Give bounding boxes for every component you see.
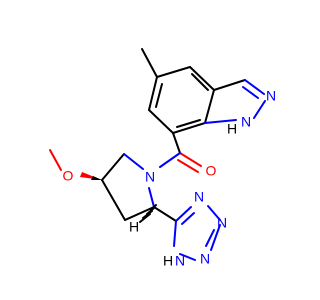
bond-ring-c7-c6 bbox=[148, 109, 174, 134]
bond-carbonyl-double-inner bbox=[177, 159, 199, 173]
bond-o-methyl bbox=[49, 149, 62, 171]
indazole-benzene-ring bbox=[141, 48, 215, 134]
bond-n1-c5 bbox=[173, 220, 177, 247]
bond-ring-c4-c3a bbox=[189, 66, 215, 91]
bond-carbonyl-c-n bbox=[159, 152, 181, 168]
atom-label-indazole-nh-h: H bbox=[227, 121, 237, 137]
bond-c3-n2-inner bbox=[205, 229, 215, 247]
bond-c5-n4-double-inner bbox=[181, 212, 195, 225]
atom-labels: N N H O O N H N N N H N bbox=[63, 88, 277, 269]
triazole-ring bbox=[153, 205, 221, 261]
pyrrolidine-ring bbox=[101, 153, 155, 221]
atom-label-triazole-nh-h: H bbox=[163, 253, 173, 269]
bond-c2-c3 bbox=[124, 206, 155, 221]
atom-label-triazole-n-right: N bbox=[217, 215, 227, 231]
bond-ring-c5-c4 bbox=[156, 66, 191, 78]
hash-4 bbox=[139, 213, 151, 223]
bond-ring-c6-c5 bbox=[148, 76, 158, 111]
atom-label-methoxy-o: O bbox=[63, 168, 74, 184]
bond-ring-inner-3 bbox=[155, 83, 163, 108]
bond-c7-carbonyl-c bbox=[172, 132, 181, 154]
atom-label-triazole-nh: N bbox=[175, 253, 185, 269]
bond-n4-c3 bbox=[207, 205, 221, 221]
atom-label-indazole-n1: N bbox=[266, 88, 276, 104]
indazole-pyrazole-ring bbox=[204, 79, 266, 124]
bond-n1-c7a bbox=[204, 119, 237, 124]
bond-c3a-c3 bbox=[213, 79, 246, 91]
bond-c3-n2-double bbox=[244, 79, 265, 95]
bond-c2-triazole bbox=[153, 206, 177, 222]
bond-c3-n2-double-inner bbox=[242, 86, 259, 99]
bond-c5-n bbox=[123, 153, 144, 170]
bond-ring-inner-2 bbox=[176, 119, 201, 128]
atom-label-indazole-nh: N bbox=[241, 114, 251, 130]
atom-label-pyrrolidine-n: N bbox=[145, 169, 155, 185]
bond-c5-n4-double bbox=[175, 206, 192, 222]
wedge-bond-c4-o-black bbox=[91, 176, 102, 180]
methoxy-group bbox=[49, 149, 102, 180]
bond-c4-c5 bbox=[101, 153, 125, 181]
atom-label-triazole-n-bottom: N bbox=[200, 251, 210, 267]
bond-carbonyl-double-outer bbox=[179, 152, 202, 167]
bond-n-c2 bbox=[148, 187, 155, 208]
bond-c3-c4 bbox=[101, 179, 126, 221]
molecule-structure-diagram: N N H O O N H N N N H N bbox=[49, 48, 277, 269]
bond-ring-inner-1 bbox=[191, 73, 209, 91]
atom-label-carbonyl-o: O bbox=[206, 163, 217, 179]
bond-ring-c3a-c7a bbox=[204, 89, 215, 124]
bond-ring-c7a-c7 bbox=[172, 122, 206, 134]
bond-n2-n1 bbox=[253, 100, 266, 119]
atom-label-triazole-n-top: N bbox=[194, 189, 204, 205]
bond-methyl-to-ring bbox=[141, 48, 158, 78]
bond-c3-n2 bbox=[210, 224, 221, 251]
carbonyl-group bbox=[159, 132, 202, 173]
atom-label-stereo-h: H bbox=[129, 219, 139, 235]
hash-3 bbox=[142, 210, 153, 219]
bond-n2-n1 bbox=[179, 253, 196, 261]
